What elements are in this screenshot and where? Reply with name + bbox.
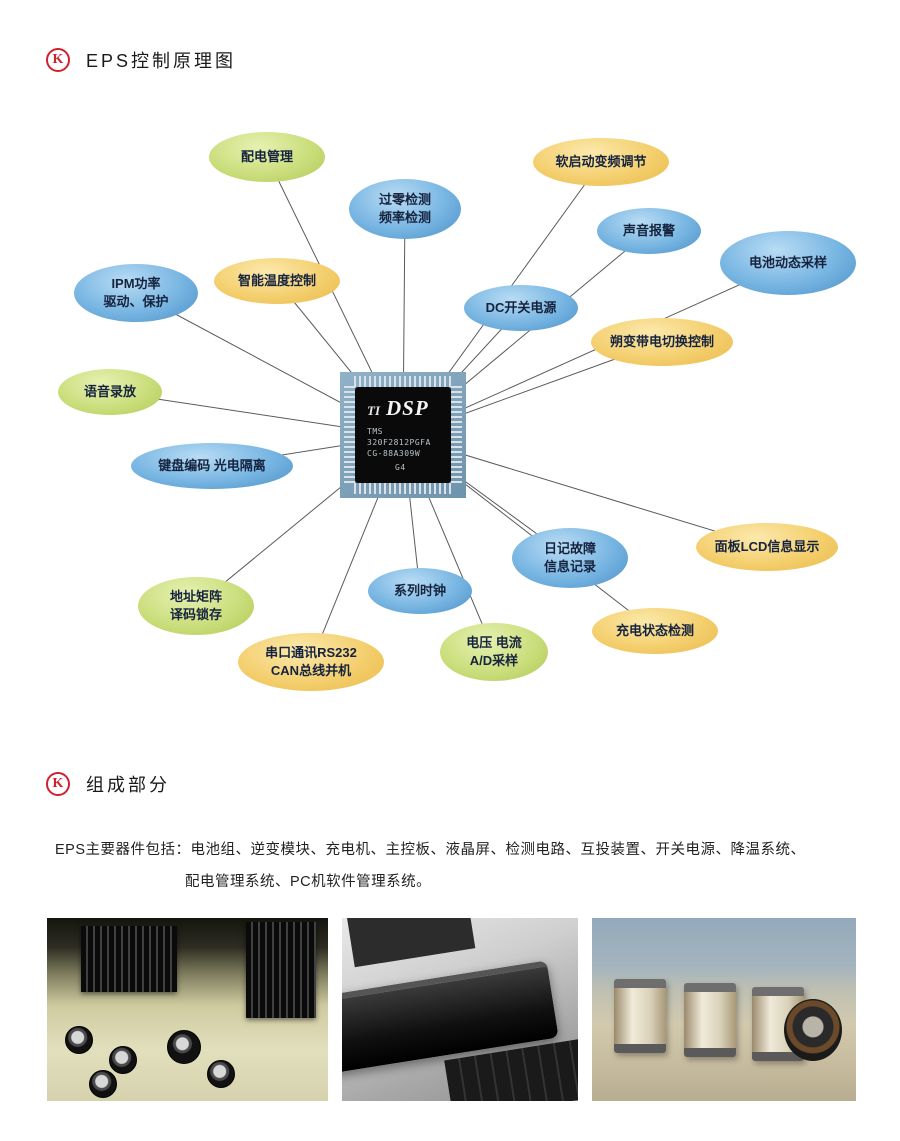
node-label: 智能温度控制: [237, 273, 316, 289]
node-label: 系列时钟: [393, 583, 446, 599]
chip-part-line2: 320F2812PGFA: [367, 438, 431, 447]
node-voltage-current-ad: 电压 电流 A/D采样: [440, 623, 548, 681]
node-label: A/D采样: [469, 653, 519, 668]
node-live-switch-control: 朔变带电切换控制: [591, 318, 733, 366]
node-soft-start-vfd: 软启动变频调节: [533, 138, 669, 186]
node-label: 过零检测: [378, 192, 431, 208]
node-power-distribution: 配电管理: [209, 132, 325, 182]
node-dc-switch-power: DC开关电源: [464, 285, 578, 331]
node-label: 声音报警: [622, 223, 675, 239]
photo-circuit-board: [47, 918, 328, 1101]
node-zero-cross-freq: 过零检测频率检测: [349, 179, 461, 239]
node-label: 面板LCD信息显示: [714, 539, 820, 555]
node-label: 串口通讯RS232: [265, 645, 357, 661]
chip-pins-top: [354, 376, 452, 387]
node-label: 电压 电流: [466, 635, 522, 651]
photo-transformers: [592, 918, 856, 1101]
node-label: 日记故障: [543, 541, 596, 557]
heatsink-shape: [246, 922, 316, 1018]
photo-strip: [47, 918, 857, 1101]
chip-part-line3: CG-88A309W: [367, 449, 421, 458]
node-system-clock: 系列时钟: [368, 568, 472, 614]
node-voice-record-play: 语音录放: [58, 369, 162, 415]
k-marker-icon: K: [46, 48, 70, 72]
section-title-components: 组成部分: [86, 775, 170, 795]
node-label: 语音录放: [83, 384, 136, 400]
components-intro-line1: EPS主要器件包括：电池组、逆变模块、充电机、主控板、液晶屏、检测电路、互投装置…: [55, 842, 806, 858]
section-header-diagram: K EPS控制原理图: [46, 47, 236, 73]
node-label: 译码锁存: [169, 607, 222, 622]
node-label: 软启动变频调节: [555, 154, 647, 170]
chip-body: TI DSP TMS 320F2812PGFA CG-88A309W G4: [355, 387, 451, 483]
node-label: 配电管理: [240, 149, 293, 165]
node-label: 地址矩阵: [169, 589, 222, 605]
dsp-chip: TI DSP TMS 320F2812PGFA CG-88A309W G4: [340, 372, 466, 498]
capacitor-shape: [109, 1046, 137, 1074]
chip-pins-bottom: [354, 483, 452, 494]
capacitor-shape: [167, 1030, 201, 1064]
node-label: CAN总线并机: [270, 663, 352, 678]
node-keyboard-opto: 键盘编码 光电隔离: [131, 443, 293, 489]
node-label: IPM功率: [111, 276, 161, 292]
capacitor-shape: [207, 1060, 235, 1088]
ti-logo-icon: TI: [367, 403, 380, 418]
toroid-inductor-shape: [784, 999, 842, 1061]
chip-part-line1: TMS: [367, 427, 383, 436]
section-title-diagram: EPS控制原理图: [86, 51, 237, 71]
node-label: 键盘编码 光电隔离: [158, 458, 266, 474]
node-label: 信息记录: [543, 559, 596, 574]
power-module-shape: [346, 918, 476, 968]
components-intro-line2: 配电管理系统、PC机软件管理系统。: [185, 874, 432, 890]
node-fault-log: 日记故障信息记录: [512, 528, 628, 588]
node-label: 电池动态采样: [748, 255, 827, 271]
node-label: 充电状态检测: [615, 623, 694, 639]
chip-pins-right: [451, 386, 462, 484]
node-sound-alarm: 声音报警: [597, 208, 701, 254]
node-battery-sampling: 电池动态采样: [720, 231, 856, 295]
k-marker-icon: K: [46, 772, 70, 796]
node-label: 朔变带电切换控制: [609, 334, 714, 350]
node-charge-status: 充电状态检测: [592, 608, 718, 654]
components-intro: EPS主要器件包括：电池组、逆变模块、充电机、主控板、液晶屏、检测电路、互投装置…: [55, 834, 806, 898]
chip-name: DSP: [386, 396, 429, 420]
node-address-matrix: 地址矩阵译码锁存: [138, 577, 254, 635]
node-label: DC开关电源: [485, 300, 557, 316]
transformer-shape: [614, 979, 666, 1053]
node-smart-temp-control: 智能温度控制: [214, 258, 340, 304]
chip-pins-left: [344, 386, 355, 484]
heatsink-shape: [81, 926, 177, 992]
node-lcd-panel-display: 面板LCD信息显示: [696, 523, 838, 571]
capacitor-shape: [89, 1070, 117, 1098]
photo-power-modules: [342, 918, 578, 1101]
node-label: 驱动、保护: [103, 294, 169, 309]
node-label: 频率检测: [378, 210, 431, 225]
transformer-shape: [684, 983, 736, 1057]
capacitor-shape: [65, 1026, 93, 1054]
chip-part-line4: G4: [395, 463, 406, 472]
section-header-components: K 组成部分: [46, 771, 170, 797]
node-ipm-drive-protect: IPM功率驱动、保护: [74, 264, 198, 322]
